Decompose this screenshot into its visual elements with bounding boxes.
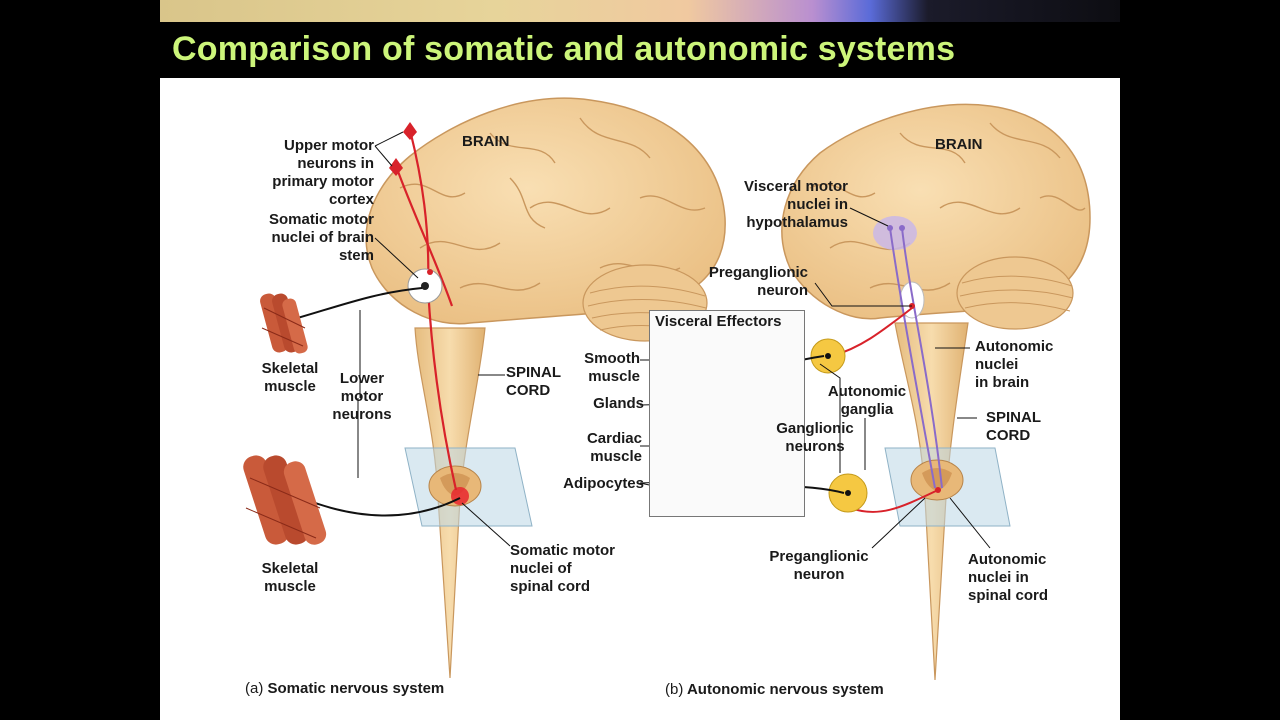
autonomic-caption-letter: (b) [665,681,684,698]
somatic-brain-label: BRAIN [462,133,510,150]
autonomic-spinal-cord-label: SPINAL CORD [986,409,1042,444]
lower-motor-neurons-label: Lower motor neurons [332,370,392,423]
skeletal-muscle-bottom [243,455,327,545]
visceral-motor-nuclei-label: Visceral motor nuclei in hypothalamus [744,178,848,231]
somatic-caption: (a) Somatic nervous system [245,680,444,698]
upper-motor-neurons-label: Upper motor neurons in primary motor cor… [272,137,374,208]
skeletal-muscle-label-bottom: Skeletal muscle [261,560,319,595]
somatic-neurons [279,122,461,517]
visceral-effectors-title: Visceral Effectors [655,313,782,330]
diagram-illustration [243,97,1091,681]
cardiac-muscle-label: Cardiac muscle [586,430,642,465]
glands-label: Glands [593,395,644,412]
visceral-effectors-box [649,310,805,517]
skeletal-muscle-top [260,293,308,354]
somatic-nuclei-spinal-label: Somatic motor nuclei of spinal cord [510,542,616,595]
ganglionic-neurons-label: Ganglionic neurons [776,420,854,455]
autonomic-cerebellum [956,256,1074,330]
diagram-panel: BRAIN Upper motor neurons in primary mot… [160,78,1120,720]
skeletal-muscle-label-top: Skeletal muscle [261,360,319,395]
somatic-caption-letter: (a) [245,680,264,697]
slide-title: Comparison of somatic and autonomic syst… [172,30,956,68]
somatic-spinal-cord-label: SPINAL CORD [506,364,562,399]
somatic-nuclei-brainstem-label: Somatic motor nuclei of brain stem [268,211,374,264]
adipocytes-label: Adipocytes [563,475,644,492]
somatic-caption-text: Somatic nervous system [267,680,445,697]
top-banner [160,0,1120,22]
smooth-muscle-label: Smooth muscle [584,350,640,385]
preganglionic-neuron-bottom-label: Preganglionic neuron [769,548,869,583]
somatic-leader-lines [357,131,511,547]
autonomic-ganglia-label: Autonomic ganglia [827,383,907,418]
autonomic-nuclei-brain-label: Autonomic nuclei in brain [975,338,1054,391]
autonomic-ganglia [768,338,868,513]
preganglionic-neuron-top-label: Preganglionic neuron [708,264,808,299]
autonomic-brain-label: BRAIN [935,136,983,153]
autonomic-spinal-cord [884,281,1011,681]
autonomic-nuclei-spinal-label: Autonomic nuclei in spinal cord [968,551,1049,604]
autonomic-caption-text: Autonomic nervous system [686,681,884,698]
autonomic-caption: (b) Autonomic nervous system [665,681,884,699]
